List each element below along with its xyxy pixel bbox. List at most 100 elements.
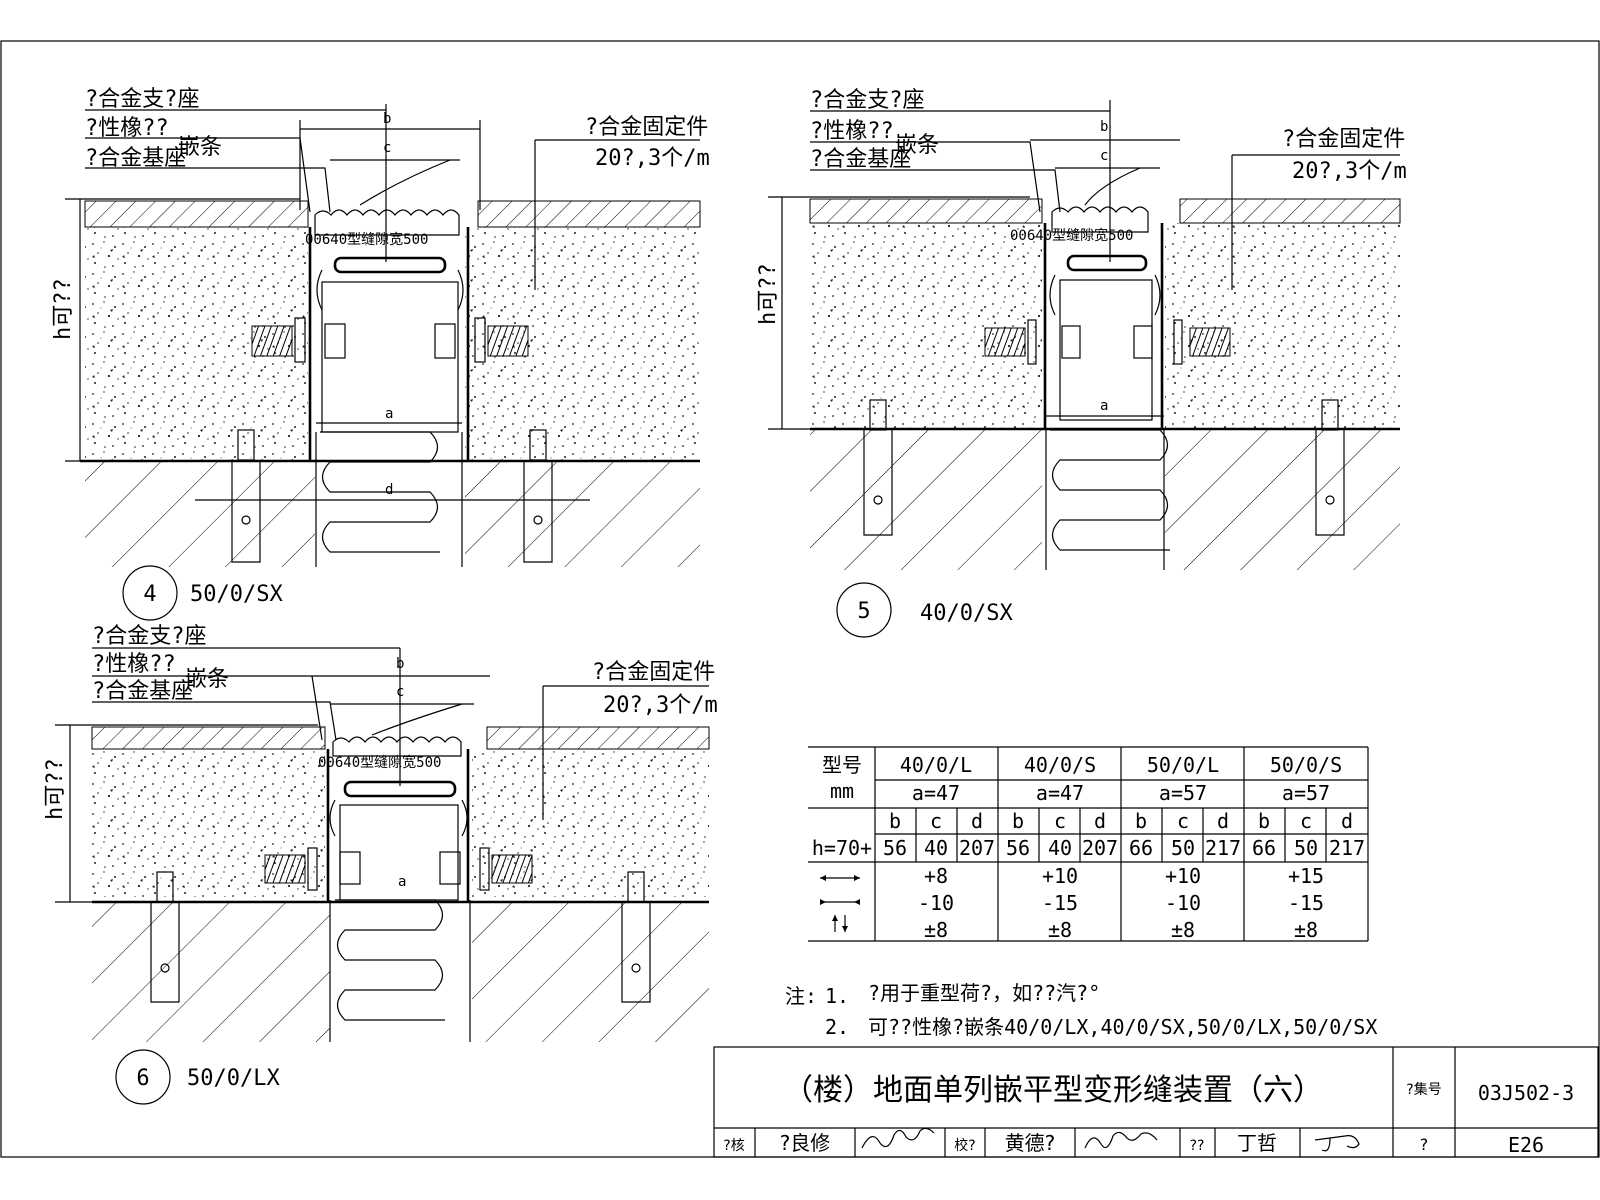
note-number: 1.	[825, 984, 849, 1008]
table-corner-top: 型号	[822, 753, 862, 777]
table-cell: -15	[1288, 891, 1324, 915]
atlas-label: ?集号	[1406, 1081, 1441, 1098]
table-cell: ±8	[924, 918, 948, 942]
table-sub-b: b	[889, 809, 901, 833]
detail-6: ?合金支?座 ?性橡?? 嵌条 ?合金基座 ?合金固定件 20?,3个/m h可…	[43, 624, 718, 1105]
table-sub-d: d	[971, 809, 983, 833]
label-strip: 嵌条	[185, 667, 229, 692]
label-base: ?合金基座	[85, 146, 186, 171]
table-cell: 56	[1006, 836, 1030, 860]
label-fixing-spec: 20?,3个/m	[603, 693, 718, 718]
detail-number-circle	[836, 582, 892, 638]
detail-number-circle	[115, 1049, 171, 1105]
table-sub-b: b	[1258, 809, 1270, 833]
label-height: h可??	[51, 278, 76, 340]
spec-table: 型号 mm 40/0/L 40/0/S 50/0/L 50/0/S a=47 a…	[808, 746, 1369, 942]
detail-model: 50/0/SX	[190, 582, 283, 607]
table-sub-c: c	[1177, 809, 1189, 833]
table-sub-c: c	[1300, 809, 1312, 833]
label-height: h可??	[43, 758, 68, 820]
dim-a: a	[1100, 398, 1108, 414]
table-cell: +8	[924, 864, 948, 888]
table-sub-b: b	[1012, 809, 1024, 833]
table-sub-c: c	[930, 809, 942, 833]
dim-b: b	[383, 111, 391, 127]
notes: 注: 1. ?用于重型荷?，如??汽?° 2. 可??性橡?嵌条40/0/LX,…	[785, 981, 1377, 1039]
table-cell: 40	[924, 836, 948, 860]
detail-number: 6	[136, 1066, 149, 1091]
label-base: ?合金基座	[92, 679, 193, 704]
table-h-label: h=70+	[812, 836, 872, 860]
label-support: ?合金支?座	[92, 624, 207, 649]
label-base: ?合金基座	[810, 147, 911, 172]
table-cell: 207	[1082, 836, 1118, 860]
notes-prefix: 注:	[785, 984, 817, 1008]
movement-icons	[820, 875, 860, 932]
table-a-value: a=57	[1159, 781, 1207, 805]
table-cell: 217	[1329, 836, 1365, 860]
label-rubber: ?性橡??	[92, 652, 176, 677]
detail-model: 50/0/LX	[187, 1066, 280, 1091]
table-cell: 56	[883, 836, 907, 860]
page-label: ?	[1420, 1135, 1429, 1154]
label-fixing-spec: 20?,3个/m	[595, 146, 710, 171]
drawing-title: （楼）地面单列嵌平型变形缝装置（六）	[783, 1073, 1323, 1108]
table-cell: -10	[1165, 891, 1201, 915]
label-rubber: ?性橡??	[85, 116, 169, 141]
table-cell: ±8	[1048, 918, 1072, 942]
table-cell: 66	[1129, 836, 1153, 860]
dim-c: c	[383, 140, 391, 156]
table-cell: +15	[1288, 864, 1324, 888]
checker-signature	[1084, 1131, 1158, 1149]
table-model: 50/0/L	[1147, 753, 1219, 777]
label-inner-text: 00640型缝隙宽500	[318, 754, 441, 771]
dim-d: d	[385, 482, 393, 498]
table-cell: 207	[959, 836, 995, 860]
table-sub-d: d	[1341, 809, 1353, 833]
table-a-value: a=47	[912, 781, 960, 805]
table-cell: +10	[1042, 864, 1078, 888]
table-a-value: a=47	[1036, 781, 1084, 805]
table-cell: 50	[1294, 836, 1318, 860]
note-number: 2.	[825, 1015, 849, 1039]
table-cell: 217	[1205, 836, 1241, 860]
table-cell: 40	[1048, 836, 1072, 860]
note-text: 可??性橡?嵌条40/0/LX,40/0/SX,50/0/LX,50/0/SX	[868, 1015, 1377, 1039]
table-model: 50/0/S	[1270, 753, 1342, 777]
design-label: ??	[1190, 1138, 1205, 1154]
atlas-number: 03J502-3	[1478, 1081, 1574, 1105]
table-cell: 50	[1171, 836, 1195, 860]
label-inner-text: 00640型缝隙宽500	[1010, 227, 1133, 244]
note-text: ?用于重型荷?，如??汽?°	[868, 981, 1100, 1005]
table-cell: ±8	[1171, 918, 1195, 942]
label-height: h可??	[756, 263, 781, 325]
detail-number: 4	[143, 582, 156, 607]
dim-a: a	[398, 874, 406, 890]
label-fixing: ?合金固定件	[585, 115, 708, 140]
detail-5: ?合金支?座 ?性橡?? 嵌条 ?合金基座 ?合金固定件 20?,3个/m h可…	[756, 88, 1407, 638]
dim-b: b	[1100, 119, 1108, 135]
table-sub-b: b	[1135, 809, 1147, 833]
label-strip: 嵌条	[178, 135, 222, 160]
label-support: ?合金支?座	[85, 87, 200, 112]
label-fixing-spec: 20?,3个/m	[1292, 159, 1407, 184]
table-cell: 66	[1252, 836, 1276, 860]
table-sub-d: d	[1094, 809, 1106, 833]
label-fixing: ?合金固定件	[592, 660, 715, 685]
label-rubber: ?性橡??	[810, 119, 894, 144]
table-model: 40/0/S	[1024, 753, 1096, 777]
detail-model: 40/0/SX	[920, 601, 1013, 626]
table-cell: -10	[918, 891, 954, 915]
table-model: 40/0/L	[900, 753, 972, 777]
dim-c: c	[1100, 148, 1108, 164]
table-cell: -15	[1042, 891, 1078, 915]
label-support: ?合金支?座	[810, 88, 925, 113]
detail-number: 5	[857, 599, 870, 624]
table-sub-d: d	[1217, 809, 1229, 833]
designer-signature	[1314, 1135, 1360, 1152]
title-block: （楼）地面单列嵌平型变形缝装置（六） ?集号 03J502-3 ?核 ?良修 校…	[713, 1046, 1599, 1158]
label-strip: 嵌条	[895, 133, 939, 158]
table-corner-bottom: mm	[830, 779, 854, 803]
dim-c: c	[396, 684, 404, 700]
